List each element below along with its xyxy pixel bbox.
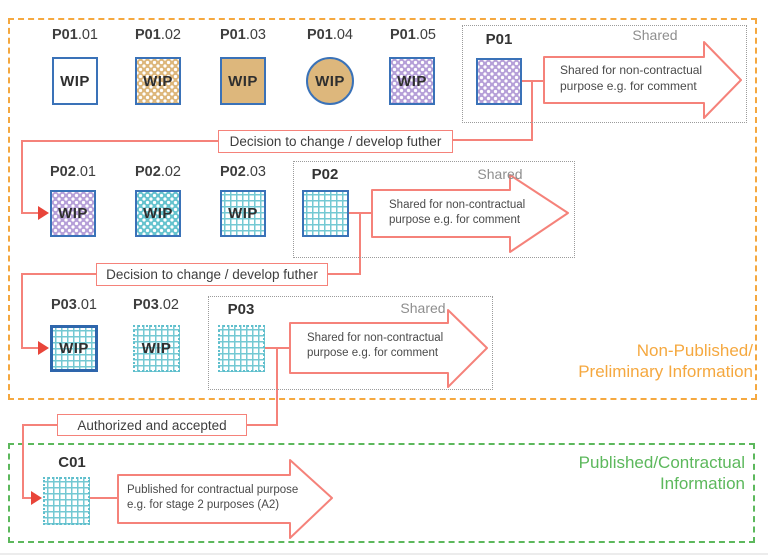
revision-label-p02-01: P02.01	[50, 164, 96, 180]
revision-label-p01-05: P01.05	[390, 27, 436, 43]
wip-box-p02-01: WIP	[50, 190, 96, 237]
shared-state-box-p02	[302, 190, 349, 237]
wip-box-p01-03: WIP	[220, 57, 266, 105]
transition-text: Authorized and accepted	[77, 417, 227, 433]
shared-box-title-p03: P03	[227, 301, 255, 318]
revision-label-p03-02: P03.02	[133, 297, 179, 313]
wip-box-p01-01: WIP	[52, 57, 98, 105]
page-edge-artifact	[0, 553, 768, 555]
shared-box-title-p02: P02	[311, 166, 339, 183]
revision-label-p01-01: P01.01	[52, 27, 98, 43]
revision-label-p02-03: P02.03	[220, 164, 266, 180]
section-caption-non-published: Non-Published/ Preliminary Information	[578, 341, 753, 381]
transition-label-decision-1: Decision to change / develop futher	[218, 130, 453, 153]
wip-box-p03-02: WIP	[133, 325, 180, 372]
shared-caption-p01: Shared	[632, 27, 678, 43]
transition-text: Decision to change / develop futher	[229, 134, 442, 149]
shared-caption-p03: Shared	[400, 300, 446, 316]
transition-text: Decision to change / develop futher	[106, 267, 318, 282]
shared-box-title-p01: P01	[485, 31, 513, 48]
shared-box-p02	[293, 161, 575, 258]
share-arrow-text-p03: Shared for non-contractual purpose e.g. …	[307, 332, 444, 359]
published-state-box-c01	[43, 477, 90, 525]
wip-box-p01-02: WIP	[135, 57, 181, 105]
shared-box-p03	[208, 296, 493, 390]
revision-label-p03-01: P03.01	[51, 297, 97, 313]
wip-box-p02-02: WIP	[135, 190, 181, 237]
shared-state-box-p03	[218, 325, 265, 372]
revision-label-p02-02: P02.02	[135, 164, 181, 180]
revision-label-p01-02: P01.02	[135, 27, 181, 43]
revision-label-p01-04: P01.04	[307, 27, 353, 43]
shared-caption-p02: Shared	[477, 166, 523, 182]
published-section-frame	[8, 443, 755, 543]
transition-label-decision-2: Decision to change / develop futher	[96, 263, 328, 286]
wip-circle-p01-04: WIP	[306, 57, 354, 105]
share-arrow-text-p02: Shared for non-contractual purpose e.g. …	[389, 199, 526, 226]
revision-label-p01-03: P01.03	[220, 27, 266, 43]
wip-box-p02-03: WIP	[220, 190, 266, 237]
section-caption-published: Published/Contractual Information	[578, 453, 745, 493]
publish-arrow-text-c01: Published for contractual purpose e.g. f…	[127, 484, 299, 511]
share-arrow-text-p01: Shared for non-contractual purpose e.g. …	[560, 63, 703, 93]
revision-label-c01: C01	[58, 454, 86, 471]
shared-box-p01	[462, 25, 747, 123]
transition-label-authorized: Authorized and accepted	[57, 414, 247, 436]
shared-state-box-p01	[476, 58, 522, 105]
non-published-section-frame	[8, 18, 757, 400]
wip-box-p03-01: WIP	[50, 325, 98, 372]
wip-box-p01-05: WIP	[389, 57, 435, 105]
